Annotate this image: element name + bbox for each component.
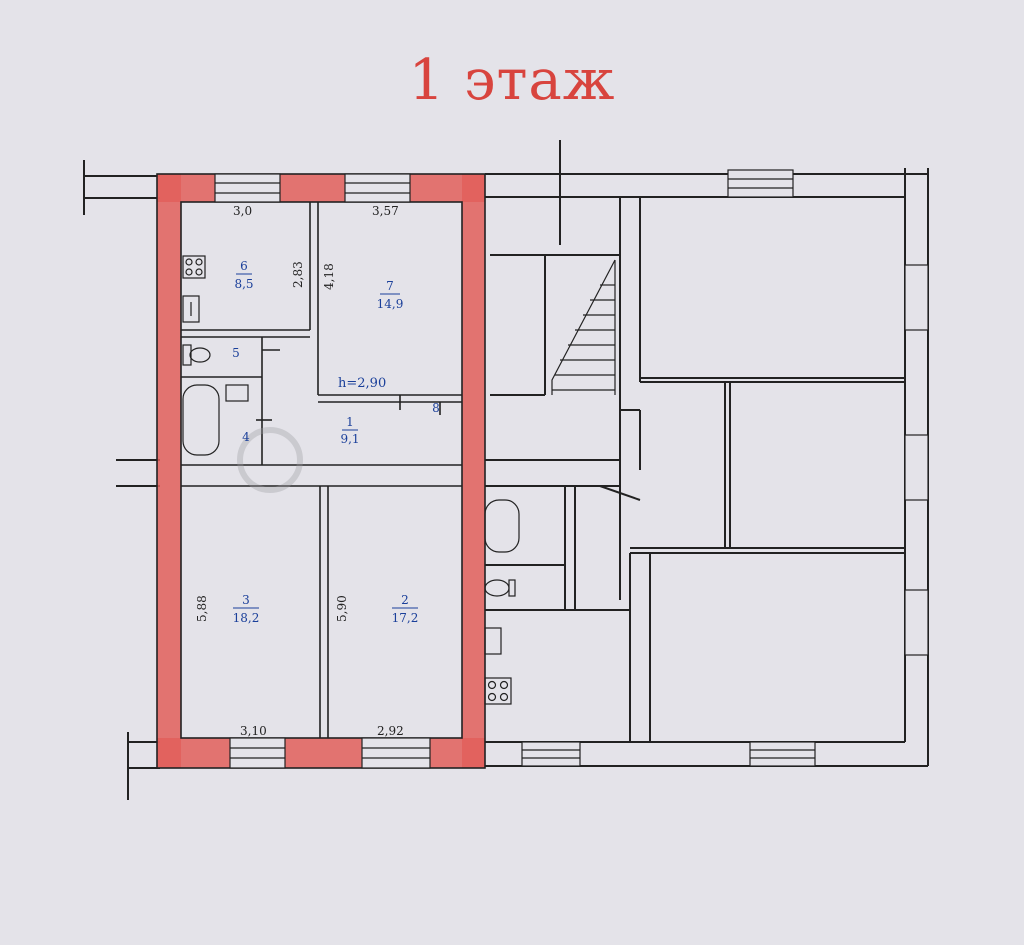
room-5-number: 5 [232, 346, 240, 360]
room-1-number: 1 [346, 415, 354, 429]
toilet-icon [484, 579, 516, 597]
room-labels: 6 8,5 7 14,9 5 4 8 1 9,1 3 18,2 2 17,2 [232, 259, 440, 625]
toilet-icon [182, 344, 211, 366]
dim-room3-height: 5,88 [195, 595, 209, 622]
windows [214, 169, 929, 769]
dim-bottom-left: 3,10 [240, 724, 267, 738]
floor-title: 1 этаж [408, 48, 616, 113]
room-7-area: 14,9 [377, 297, 404, 311]
outer-walls [83, 140, 929, 800]
sink-icon [182, 295, 200, 323]
dim-top-right: 3,57 [372, 204, 399, 218]
stove-icon [182, 255, 206, 279]
stove-icon [484, 677, 512, 705]
room-2-area: 17,2 [392, 611, 419, 625]
interior-walls [181, 202, 462, 738]
ceiling-height-label: h=2,90 [338, 376, 386, 391]
room-1-area: 9,1 [340, 432, 359, 446]
room-6-area: 8,5 [234, 277, 253, 291]
room-3-number: 3 [242, 593, 250, 607]
dim-room6-height: 2,83 [291, 261, 305, 288]
bathtub-icon [484, 499, 520, 553]
dim-room2-height: 5,90 [335, 595, 349, 622]
apartment-wall-outlines [156, 173, 486, 769]
sink-icon [225, 384, 249, 402]
watermark [237, 427, 303, 493]
highlighted-apartment-walls [157, 174, 485, 768]
stairs-icon [551, 259, 616, 395]
room-2-number: 2 [401, 593, 409, 607]
room-8-number: 8 [432, 401, 440, 415]
sink-icon [484, 627, 502, 655]
room-3-area: 18,2 [233, 611, 260, 625]
bathtub-icon [182, 384, 220, 456]
room-7-number: 7 [386, 279, 394, 293]
room-6-number: 6 [240, 259, 248, 273]
dim-room7-height: 4,18 [322, 263, 336, 290]
dimension-labels: 3,0 3,57 2,83 4,18 5,88 5,90 3,10 2,92 h… [195, 204, 404, 738]
room-4-number: 4 [242, 430, 250, 444]
dim-bottom-right: 2,92 [377, 724, 404, 738]
dim-top-left: 3,0 [233, 204, 252, 218]
